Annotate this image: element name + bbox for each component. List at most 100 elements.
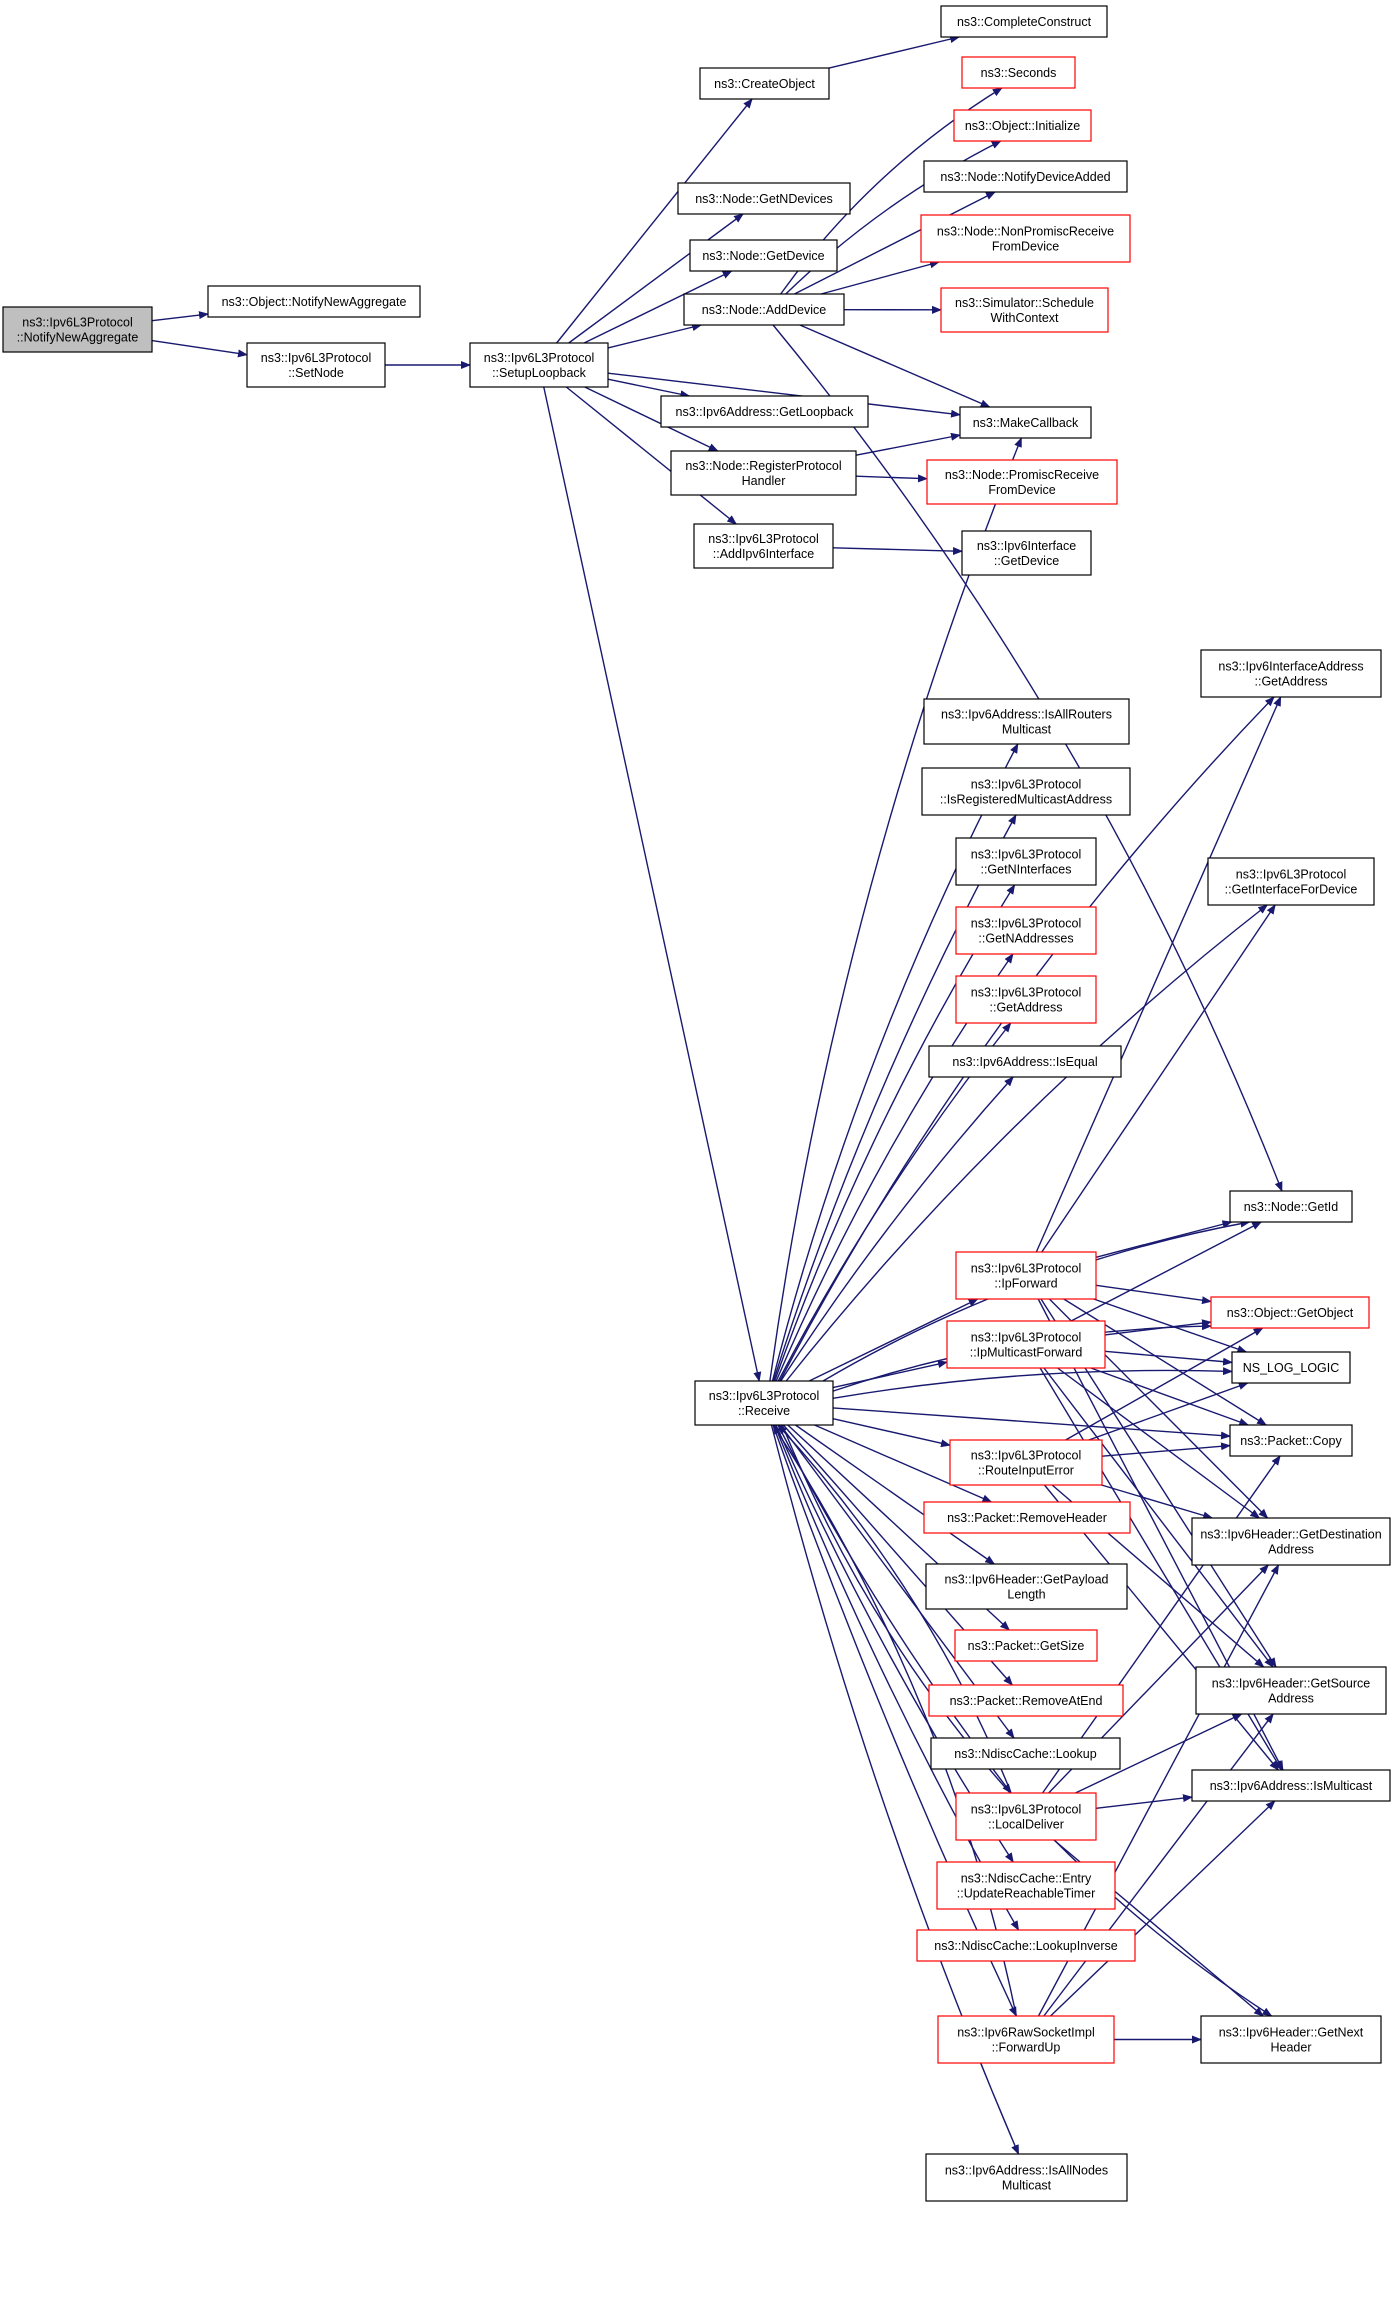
node-box[interactable]	[1229, 1424, 1353, 1457]
graph-node-getaddress[interactable]: ns3::Ipv6L3Protocol::GetAddress	[955, 975, 1097, 1024]
graph-node-setnode[interactable]: ns3::Ipv6L3Protocol::SetNode	[246, 342, 386, 388]
graph-node-getsize[interactable]: ns3::Packet::GetSize	[954, 1629, 1098, 1662]
node-box[interactable]	[1191, 1769, 1391, 1802]
graph-node-getifordevice[interactable]: ns3::Ipv6L3Protocol::GetInterfaceForDevi…	[1207, 857, 1375, 906]
node-box[interactable]	[693, 523, 834, 569]
node-box[interactable]	[921, 767, 1131, 816]
node-box[interactable]	[925, 2153, 1128, 2202]
graph-node-updreach[interactable]: ns3::NdiscCache::Entry::UpdateReachableT…	[936, 1861, 1116, 1910]
graph-node-isregmcast[interactable]: ns3::Ipv6L3Protocol::IsRegisteredMultica…	[921, 767, 1131, 816]
node-box[interactable]	[928, 1684, 1124, 1717]
node-box[interactable]	[955, 1792, 1097, 1841]
graph-node-pktcopy[interactable]: ns3::Packet::Copy	[1229, 1424, 1353, 1457]
node-box[interactable]	[953, 109, 1092, 142]
node-box[interactable]	[936, 1861, 1116, 1910]
graph-node-getobject[interactable]: ns3::Object::GetObject	[1210, 1296, 1370, 1329]
graph-node-getid[interactable]: ns3::Node::GetId	[1229, 1190, 1353, 1223]
graph-node-routeinerr[interactable]: ns3::Ipv6L3Protocol::RouteInputError	[949, 1439, 1103, 1486]
node-box[interactable]	[923, 1501, 1131, 1534]
graph-node-obj_init[interactable]: ns3::Object::Initialize	[953, 109, 1092, 142]
graph-node-root[interactable]: ns3::Ipv6L3Protocol::NotifyNewAggregate	[2, 306, 153, 353]
node-box[interactable]	[1207, 857, 1375, 906]
graph-node-ifaddrgetaddr[interactable]: ns3::Ipv6InterfaceAddress::GetAddress	[1200, 649, 1382, 698]
node-box[interactable]	[670, 450, 857, 496]
node-box[interactable]	[689, 239, 838, 272]
node-box[interactable]	[916, 1929, 1136, 1962]
node-box[interactable]	[1210, 1296, 1370, 1329]
node-box[interactable]	[2, 306, 153, 353]
node-box[interactable]	[961, 56, 1076, 89]
node-box[interactable]	[959, 406, 1092, 439]
node-box[interactable]	[1231, 1351, 1351, 1384]
graph-node-nslog[interactable]: NS_LOG_LOGIC	[1231, 1351, 1351, 1384]
node-box[interactable]	[955, 975, 1097, 1024]
graph-node-receive[interactable]: ns3::Ipv6L3Protocol::Receive	[694, 1380, 834, 1426]
node-box[interactable]	[1200, 2015, 1382, 2064]
graph-node-getndevices[interactable]: ns3::Node::GetNDevices	[677, 182, 851, 215]
node-box[interactable]	[930, 1737, 1121, 1770]
graph-node-ismulticast[interactable]: ns3::Ipv6Address::IsMulticast	[1191, 1769, 1391, 1802]
graph-node-localdeliver[interactable]: ns3::Ipv6L3Protocol::LocalDeliver	[955, 1792, 1097, 1841]
node-box[interactable]	[961, 530, 1092, 576]
node-box[interactable]	[677, 182, 851, 215]
node-box[interactable]	[207, 285, 421, 318]
graph-node-addipv6if[interactable]: ns3::Ipv6L3Protocol::AddIpv6Interface	[693, 523, 834, 569]
node-box[interactable]	[1200, 649, 1382, 698]
node-box[interactable]	[699, 67, 830, 100]
graph-node-ifgetdevice[interactable]: ns3::Ipv6Interface::GetDevice	[961, 530, 1092, 576]
graph-node-ipforward[interactable]: ns3::Ipv6L3Protocol::IpForward	[955, 1251, 1097, 1300]
node-box[interactable]	[246, 342, 386, 388]
node-box[interactable]	[660, 395, 869, 428]
node-box[interactable]	[923, 160, 1128, 193]
node-box[interactable]	[469, 342, 609, 388]
graph-node-getnaddresses[interactable]: ns3::Ipv6L3Protocol::GetNAddresses	[955, 906, 1097, 955]
node-box[interactable]	[940, 5, 1108, 38]
node-box[interactable]	[955, 906, 1097, 955]
node-box[interactable]	[694, 1380, 834, 1426]
graph-node-setuploop[interactable]: ns3::Ipv6L3Protocol::SetupLoopback	[469, 342, 609, 388]
graph-node-ipmcastfwd[interactable]: ns3::Ipv6L3Protocol::IpMulticastForward	[946, 1320, 1106, 1369]
graph-node-removeatend[interactable]: ns3::Packet::RemoveAtEnd	[928, 1684, 1124, 1717]
node-box[interactable]	[940, 287, 1109, 333]
graph-node-getloopback[interactable]: ns3::Ipv6Address::GetLoopback	[660, 395, 869, 428]
node-box[interactable]	[926, 459, 1118, 505]
node-box[interactable]	[923, 698, 1130, 745]
graph-node-ndisclookup[interactable]: ns3::NdiscCache::Lookup	[930, 1737, 1121, 1770]
node-box[interactable]	[925, 1563, 1128, 1610]
node-box[interactable]	[920, 214, 1131, 263]
node-box[interactable]	[1195, 1666, 1387, 1715]
node-box[interactable]	[955, 1251, 1097, 1300]
graph-node-getdevice[interactable]: ns3::Node::GetDevice	[689, 239, 838, 272]
graph-node-obj_notify[interactable]: ns3::Object::NotifyNewAggregate	[207, 285, 421, 318]
graph-node-completeconstruct[interactable]: ns3::CompleteConstruct	[940, 5, 1108, 38]
node-box[interactable]	[949, 1439, 1103, 1486]
graph-node-makecallback[interactable]: ns3::MakeCallback	[959, 406, 1092, 439]
graph-node-getninterfaces[interactable]: ns3::Ipv6L3Protocol::GetNInterfaces	[955, 837, 1097, 886]
graph-node-removehdr[interactable]: ns3::Packet::RemoveHeader	[923, 1501, 1131, 1534]
graph-node-notifydevadded[interactable]: ns3::Node::NotifyDeviceAdded	[923, 160, 1128, 193]
graph-node-adddevice[interactable]: ns3::Node::AddDevice	[683, 293, 845, 326]
graph-node-rawfwdup[interactable]: ns3::Ipv6RawSocketImpl::ForwardUp	[937, 2015, 1115, 2064]
graph-node-seconds[interactable]: ns3::Seconds	[961, 56, 1076, 89]
node-box[interactable]	[1191, 1517, 1391, 1566]
graph-node-createobj[interactable]: ns3::CreateObject	[699, 67, 830, 100]
node-box[interactable]	[928, 1045, 1122, 1078]
node-box[interactable]	[954, 1629, 1098, 1662]
node-box[interactable]	[683, 293, 845, 326]
node-box[interactable]	[946, 1320, 1106, 1369]
node-box[interactable]	[955, 837, 1097, 886]
node-box[interactable]	[1229, 1190, 1353, 1223]
graph-node-lookupinv[interactable]: ns3::NdiscCache::LookupInverse	[916, 1929, 1136, 1962]
node-box[interactable]	[937, 2015, 1115, 2064]
graph-node-isequal[interactable]: ns3::Ipv6Address::IsEqual	[928, 1045, 1122, 1078]
